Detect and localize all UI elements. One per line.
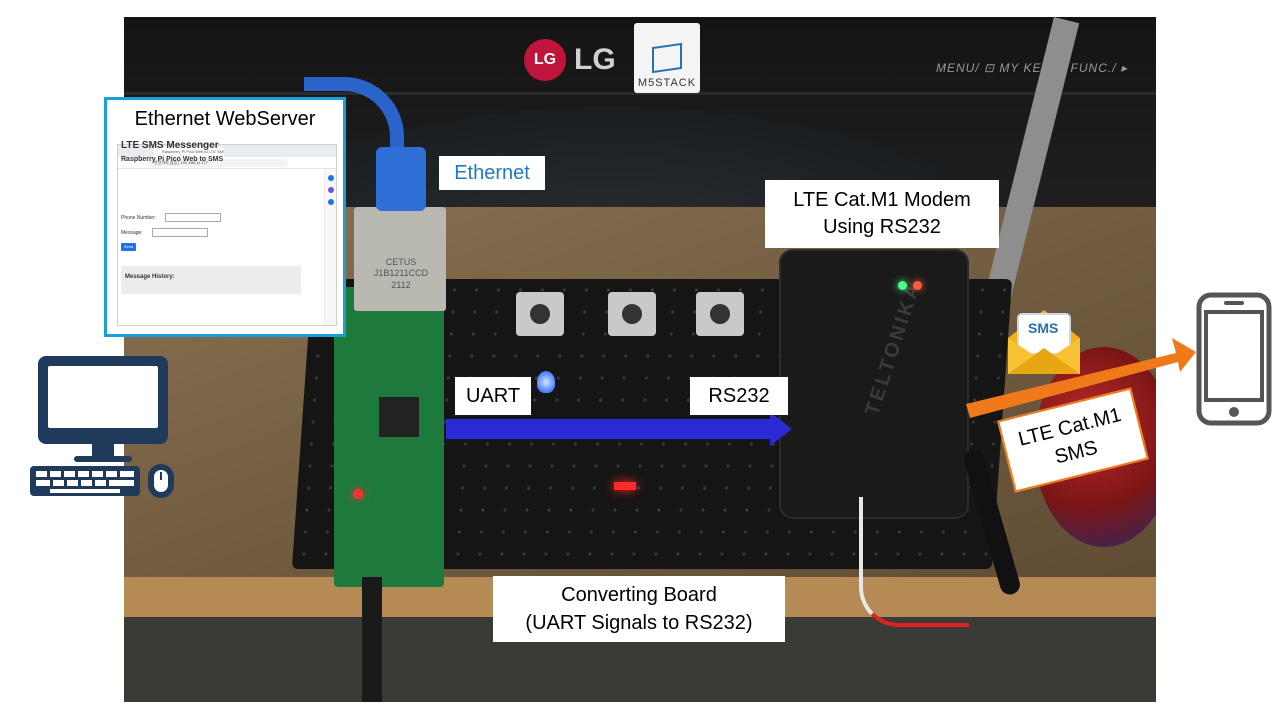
monitor-menu-text: MENU/ ⊡ MY KEY/ ◂ FUNC./ ▸ <box>936 61 1128 75</box>
m5stack-label: M5STACK <box>637 77 697 89</box>
pico-red-led <box>353 489 363 499</box>
sms-envelope-icon <box>1008 310 1080 374</box>
side-panel-icon[interactable] <box>328 187 334 193</box>
page-title: LTE SMS Messenger <box>121 140 219 151</box>
ethernet-webserver-panel: Ethernet WebServer Raspberry Pi Pico Web… <box>104 97 346 337</box>
converting-board-label: Converting Board (UART Signals to RS232) <box>493 576 785 642</box>
modem-red-led <box>913 281 922 290</box>
pico-chip <box>379 397 419 437</box>
browser-screenshot: Raspberry Pi Pico Web to LTE SMS 안전하지 않음… <box>117 144 337 326</box>
pico-board <box>334 287 444 587</box>
lg-logo-mark: LG <box>524 39 566 81</box>
smartphone-icon <box>1196 292 1272 426</box>
modem-label: LTE Cat.M1 Modem Using RS232 <box>765 180 999 248</box>
side-panel-icon[interactable] <box>328 175 334 181</box>
monitor-bezel <box>124 92 1156 95</box>
browser-tab[interactable]: Raspberry Pi Pico Web to LTE SMS <box>154 147 224 157</box>
browser-toolbar: 안전하지 않음 | 192.168.11.177 <box>118 157 336 169</box>
browser-tab-strip: Raspberry Pi Pico Web to LTE SMS <box>118 145 336 157</box>
ethernet-jack-text: CETUS J1B1211CCD 2112 <box>373 257 429 290</box>
lte-sms-arrow <box>966 338 1196 418</box>
ethernet-label: Ethernet <box>439 156 545 190</box>
monitor-brand: LG <box>574 43 616 76</box>
phone-number-input[interactable] <box>165 213 221 222</box>
webserver-title: Ethernet WebServer <box>134 108 316 130</box>
phone-number-label: Phone Number: <box>121 215 157 221</box>
board-switch-2 <box>608 292 656 336</box>
side-panel-icon[interactable] <box>328 199 334 205</box>
message-input[interactable] <box>152 228 208 237</box>
sms-badge-text: SMS <box>1028 320 1059 336</box>
ethernet-jack <box>354 207 446 311</box>
lte-modem <box>779 249 969 519</box>
message-history-label: Message History: <box>125 274 175 280</box>
rs232-label: RS232 <box>690 377 788 415</box>
modem-green-led <box>898 281 907 290</box>
board-red-led <box>614 482 636 490</box>
board-switch-3 <box>696 292 744 336</box>
browser-side-panel <box>324 169 336 325</box>
lg-logo: LG LG <box>524 39 616 81</box>
board-switch-1 <box>516 292 564 336</box>
send-button[interactable]: Send <box>121 243 136 251</box>
page-subtitle: Raspberry Pi Pico Web to SMS <box>121 156 224 163</box>
desktop-computer-icon <box>30 356 174 498</box>
modem-wires <box>859 497 969 627</box>
m5stack-sticker: M5STACK <box>634 23 700 93</box>
rj45-connector <box>376 147 426 211</box>
uart-rs232-arrow <box>446 412 792 446</box>
usb-cable <box>362 577 382 702</box>
message-label: Message: <box>121 230 143 236</box>
browser-url-bar[interactable]: 안전하지 않음 | 192.168.11.177 <box>148 159 288 167</box>
blue-led <box>537 371 555 393</box>
message-history-box <box>121 266 301 294</box>
uart-label: UART <box>455 377 531 415</box>
